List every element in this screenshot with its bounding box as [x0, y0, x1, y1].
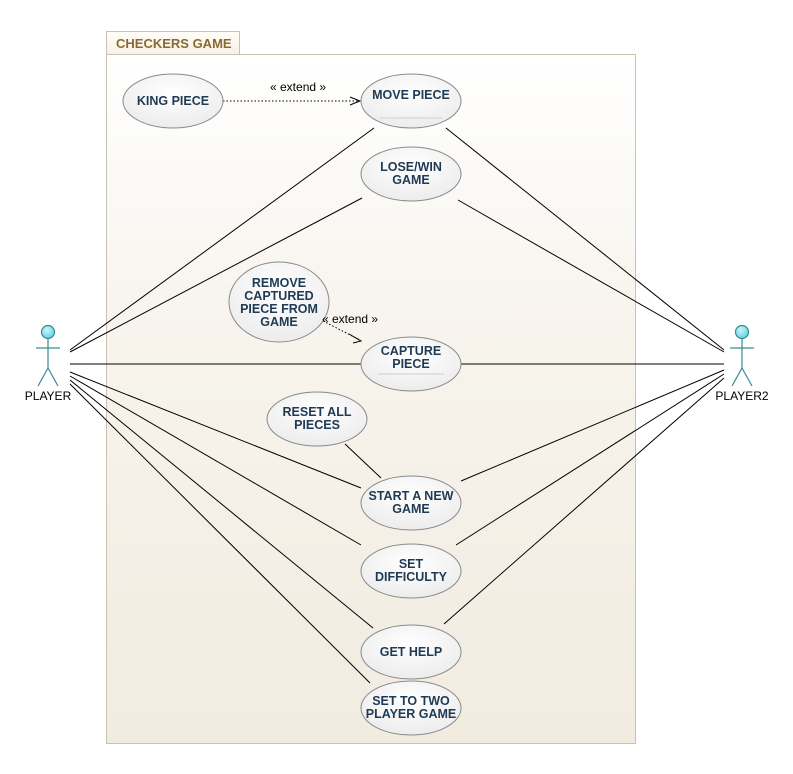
usecase-capture-piece-shape[interactable] — [360, 336, 462, 392]
assoc-reset-startnew — [344, 443, 382, 479]
system-title: CHECKERS GAME — [116, 36, 232, 51]
usecase-lose-win-shape[interactable] — [360, 146, 462, 202]
assoc-player-difficulty — [69, 375, 362, 546]
assoc-player2-difficulty — [455, 373, 725, 546]
usecase-get-help-shape[interactable] — [360, 624, 462, 680]
actor-player2-figure[interactable] — [730, 324, 754, 387]
assoc-player-move — [69, 127, 375, 351]
actor-player2-head-icon — [734, 324, 750, 340]
extend-label-king: « extend » — [270, 80, 327, 94]
actor-player-figure[interactable] — [36, 324, 60, 387]
usecase-reset-all-shape[interactable] — [266, 391, 368, 447]
usecase-two-player-shape[interactable] — [360, 680, 462, 736]
system-boundary-title: CHECKERS GAME — [106, 31, 240, 55]
usecase-move-piece-shape[interactable] — [360, 73, 462, 129]
assoc-player-twoplayer — [69, 383, 371, 684]
usecase-king-piece-shape[interactable] — [122, 73, 224, 129]
actor-player2-label: PLAYER2 — [715, 389, 769, 403]
usecase-remove-captured-shape[interactable] — [228, 261, 330, 343]
assoc-player-help — [69, 379, 374, 629]
assoc-player2-help — [443, 377, 725, 625]
assoc-player2-move — [445, 127, 725, 351]
extend-arrowhead-move — [349, 96, 362, 106]
assoc-player2-losewin — [457, 199, 725, 353]
extend-label-remove: « extend » — [322, 312, 379, 326]
usecase-difficulty-shape[interactable] — [360, 543, 462, 599]
actor-player-head-icon — [40, 324, 56, 340]
assoc-player2-startnew — [460, 369, 725, 482]
assoc-player-startnew — [69, 371, 362, 489]
extend-arrowhead-capture — [348, 333, 363, 344]
usecase-start-new-shape[interactable] — [360, 475, 462, 531]
actor-player-label: PLAYER — [24, 389, 72, 403]
assoc-player-losewin — [69, 197, 363, 353]
